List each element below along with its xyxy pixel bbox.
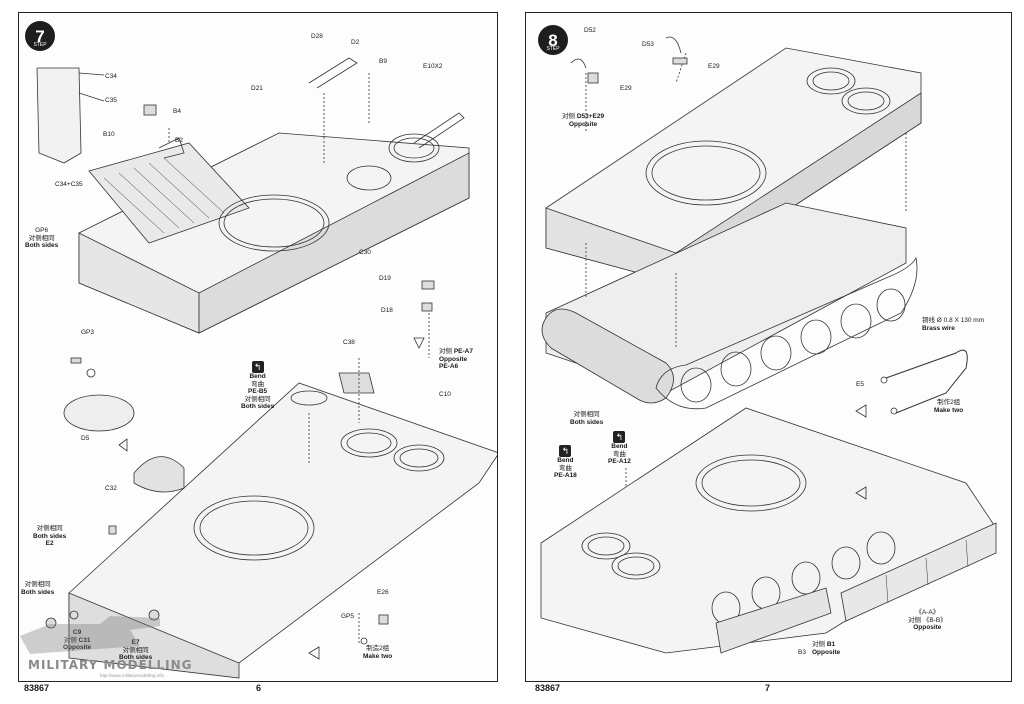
part-label-b9: B9 — [379, 58, 387, 65]
part-label-b3: B3 — [798, 649, 806, 656]
part-label-b10: B10 — [103, 131, 115, 138]
part-label-c35: C35 — [105, 97, 117, 104]
part-label-e26: E26 — [377, 589, 389, 596]
part-label-e29-right: E29 — [708, 63, 720, 70]
brass-wire-note: 铜线 Ø 0.8 X 130 mm Brass wire — [922, 317, 985, 332]
part-label-d52: D52 — [584, 27, 596, 34]
make-two-note-right: 制作2组 Make two — [934, 399, 964, 414]
step-7-drawing — [36, 57, 497, 679]
part-label-c9-c31: C9 对侧 C31 Opposite — [63, 629, 91, 652]
watermark-url: http://www.militarymodelling.info — [100, 673, 165, 678]
make-two-note-left: 制造2组 Make two — [363, 645, 393, 660]
page-number-left: 6 — [256, 683, 262, 693]
both-sides-note-c9: 对侧相同 Both sides — [21, 581, 55, 596]
part-label-d2: D2 — [351, 39, 360, 46]
part-label-d19: D19 — [379, 275, 391, 282]
bend-icon: ↰ — [251, 361, 264, 373]
product-code-right: 83867 — [535, 683, 561, 693]
part-label-c32: C32 — [105, 485, 117, 492]
part-label-c34: C34 — [105, 73, 117, 80]
part-label-a-a-b-b: 《A-A》 对侧 《B-B》 Opposite — [908, 609, 947, 631]
part-label-gp6: GP6 对侧相同 Both sides — [25, 227, 59, 249]
watermark-text: MILITARY MODELLING — [28, 658, 193, 672]
part-label-c34-c35: C34+C35 — [55, 181, 83, 188]
part-label-gp3: GP3 — [81, 329, 95, 336]
part-label-d18: D18 — [381, 307, 393, 314]
part-label-d53: D53 — [642, 41, 654, 48]
part-label-gp5: GP5 — [341, 613, 355, 620]
part-label-c30: C30 — [359, 249, 371, 256]
part-label-c38: C38 — [343, 339, 355, 346]
bend-icon: ↰ — [613, 431, 626, 443]
part-label-b4: B4 — [173, 108, 181, 115]
part-label-e2: 对侧相同 Both sides E2 — [33, 525, 67, 547]
part-label-b2: B2 — [175, 137, 183, 144]
bend-note-pe-a12: ↰ Bend 弯曲 PE-A12 — [608, 431, 631, 465]
step-8-drawing — [540, 36, 997, 654]
part-label-e29-top: E29 — [620, 85, 632, 92]
bend-icon: ↰ — [559, 445, 572, 457]
part-label-d21: D21 — [251, 85, 263, 92]
part-label-b1: 对侧 B1 Opposite — [812, 641, 841, 656]
bend-note-pe-a18: ↰ Bend 弯曲 PE-A18 — [554, 445, 577, 479]
part-label-pe-a7: 对侧 PE-A7 Opposite PE-A6 — [439, 348, 473, 370]
part-label-d28: D28 — [311, 33, 323, 40]
part-label-d5: D5 — [81, 435, 90, 442]
part-label-e10x2: E10X2 — [423, 63, 443, 70]
watermark-tank-icon — [20, 616, 160, 654]
page-number-right: 7 — [765, 683, 771, 693]
both-sides-note-right: 对侧相同 Both sides — [570, 411, 604, 426]
part-label-e5: E5 — [856, 381, 864, 388]
bend-note-pe-b5: ↰ Bend 弯曲 PE-B5 对侧相同 Both sides — [241, 361, 275, 410]
part-label-e7: E7 对侧相同 Both sides — [119, 639, 153, 661]
product-code-left: 83867 — [24, 683, 50, 693]
part-label-d53-e29: 对侧 D53+E29 Opposite — [562, 113, 605, 128]
part-label-c10: C10 — [439, 391, 451, 398]
